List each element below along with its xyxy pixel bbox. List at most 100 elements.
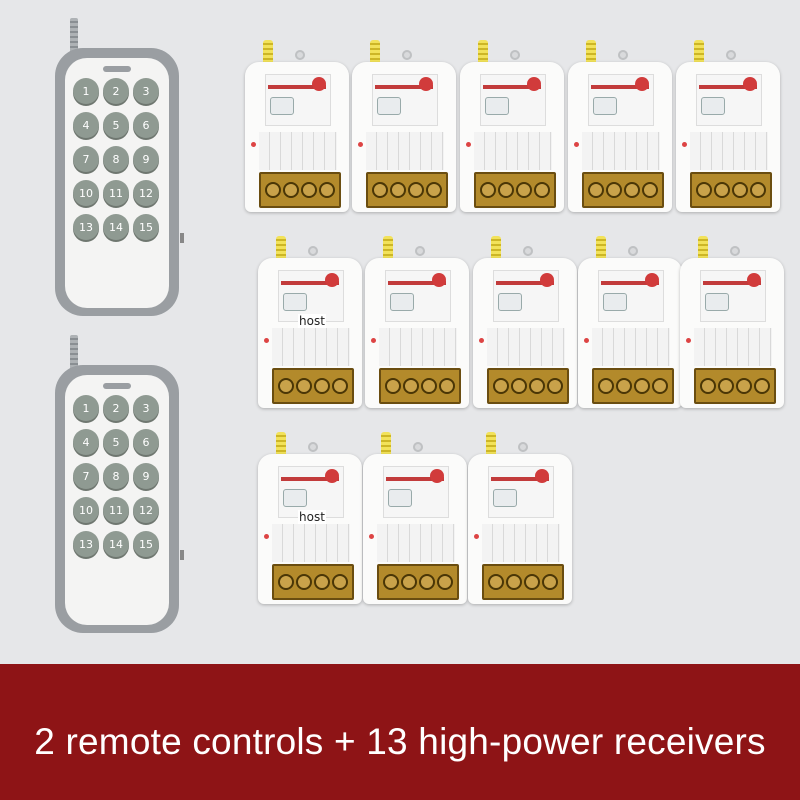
antenna-icon <box>383 236 393 268</box>
vent-ribs <box>259 132 337 170</box>
remote-button: 9 <box>133 146 159 172</box>
remote-button: 12 <box>133 180 159 206</box>
terminal-block <box>379 368 461 404</box>
remote-button: 9 <box>133 463 159 489</box>
remote-button-grid: 1 2 3 4 5 6 7 8 9 10 11 12 13 14 15 <box>73 395 163 557</box>
status-led <box>574 142 579 147</box>
vent-ribs <box>487 328 565 366</box>
receiver-housing <box>473 258 577 408</box>
remote-button: 13 <box>73 214 99 240</box>
remote-button: 11 <box>103 180 129 206</box>
mounting-hole <box>726 50 736 60</box>
terminal-block <box>592 368 674 404</box>
remote-button: 8 <box>103 146 129 172</box>
mounting-hole <box>295 50 305 60</box>
mounting-hole <box>523 246 533 256</box>
remote-button: 1 <box>73 395 99 421</box>
status-led <box>682 142 687 147</box>
remote-button: 6 <box>133 429 159 455</box>
remote-button: 1 <box>73 78 99 104</box>
remote-face: 1 2 3 4 5 6 7 8 9 10 11 12 13 14 15 <box>65 58 169 308</box>
vent-ribs <box>272 524 350 562</box>
receiver-housing <box>680 258 784 408</box>
mounting-hole <box>518 442 528 452</box>
remote-button: 8 <box>103 463 129 489</box>
antenna-icon <box>478 40 488 72</box>
status-led <box>251 142 256 147</box>
receiver-housing: host <box>258 258 362 408</box>
mounting-hole <box>618 50 628 60</box>
receiver-housing <box>578 258 682 408</box>
remote-control-2: 1 2 3 4 5 6 7 8 9 10 11 12 13 14 15 <box>55 335 185 635</box>
remote-button: 5 <box>103 112 129 138</box>
remote-button: 14 <box>103 531 129 557</box>
host-label: host <box>298 510 326 524</box>
caption-text: 2 remote controls + 13 high-power receiv… <box>34 721 766 762</box>
terminal-block <box>259 172 341 208</box>
remote-button: 4 <box>73 429 99 455</box>
status-led <box>264 338 269 343</box>
circuit-board <box>372 74 438 126</box>
mounting-hole <box>510 50 520 60</box>
host-label: host <box>298 314 326 328</box>
antenna-icon <box>486 432 496 464</box>
antenna-icon <box>381 432 391 464</box>
antenna-icon <box>370 40 380 72</box>
vent-ribs <box>474 132 552 170</box>
vent-ribs <box>592 328 670 366</box>
remote-button: 11 <box>103 497 129 523</box>
receiver-housing <box>352 62 456 212</box>
receiver-10 <box>680 236 784 421</box>
status-led <box>466 142 471 147</box>
status-led <box>686 338 691 343</box>
mounting-hole <box>308 246 318 256</box>
remote-control-1: 1 2 3 4 5 6 7 8 9 10 11 12 13 14 15 <box>55 18 185 318</box>
remote-button: 2 <box>103 78 129 104</box>
circuit-board <box>493 270 559 322</box>
vent-ribs <box>482 524 560 562</box>
remote-button: 14 <box>103 214 129 240</box>
terminal-block <box>582 172 664 208</box>
mounting-hole <box>402 50 412 60</box>
receiver-8 <box>473 236 577 421</box>
mounting-hole <box>308 442 318 452</box>
circuit-board <box>383 466 449 518</box>
status-led <box>264 534 269 539</box>
circuit-board <box>588 74 654 126</box>
receiver-11: host <box>258 432 362 617</box>
antenna-icon <box>491 236 501 268</box>
terminal-block <box>487 368 569 404</box>
antenna-icon <box>698 236 708 268</box>
remote-button: 6 <box>133 112 159 138</box>
terminal-block <box>474 172 556 208</box>
receiver-housing <box>676 62 780 212</box>
status-led <box>584 338 589 343</box>
caption-banner: 2 remote controls + 13 high-power receiv… <box>0 664 800 800</box>
remote-button: 15 <box>133 531 159 557</box>
circuit-board <box>265 74 331 126</box>
terminal-block <box>690 172 772 208</box>
receiver-13 <box>468 432 572 617</box>
remote-button: 5 <box>103 429 129 455</box>
receiver-housing <box>363 454 467 604</box>
remote-button-grid: 1 2 3 4 5 6 7 8 9 10 11 12 13 14 15 <box>73 78 163 240</box>
remote-button: 3 <box>133 395 159 421</box>
vent-ribs <box>377 524 455 562</box>
remote-button: 10 <box>73 497 99 523</box>
remote-button: 15 <box>133 214 159 240</box>
receiver-housing <box>460 62 564 212</box>
status-led <box>474 534 479 539</box>
antenna-icon <box>694 40 704 72</box>
terminal-block <box>272 368 354 404</box>
receiver-1 <box>245 40 349 225</box>
remote-slot <box>103 66 131 72</box>
antenna-icon <box>596 236 606 268</box>
antenna-icon <box>276 236 286 268</box>
remote-side-port <box>180 233 184 243</box>
remote-button: 4 <box>73 112 99 138</box>
remote-body: 1 2 3 4 5 6 7 8 9 10 11 12 13 14 15 <box>55 48 184 316</box>
circuit-board <box>598 270 664 322</box>
circuit-board <box>696 74 762 126</box>
receiver-housing <box>568 62 672 212</box>
